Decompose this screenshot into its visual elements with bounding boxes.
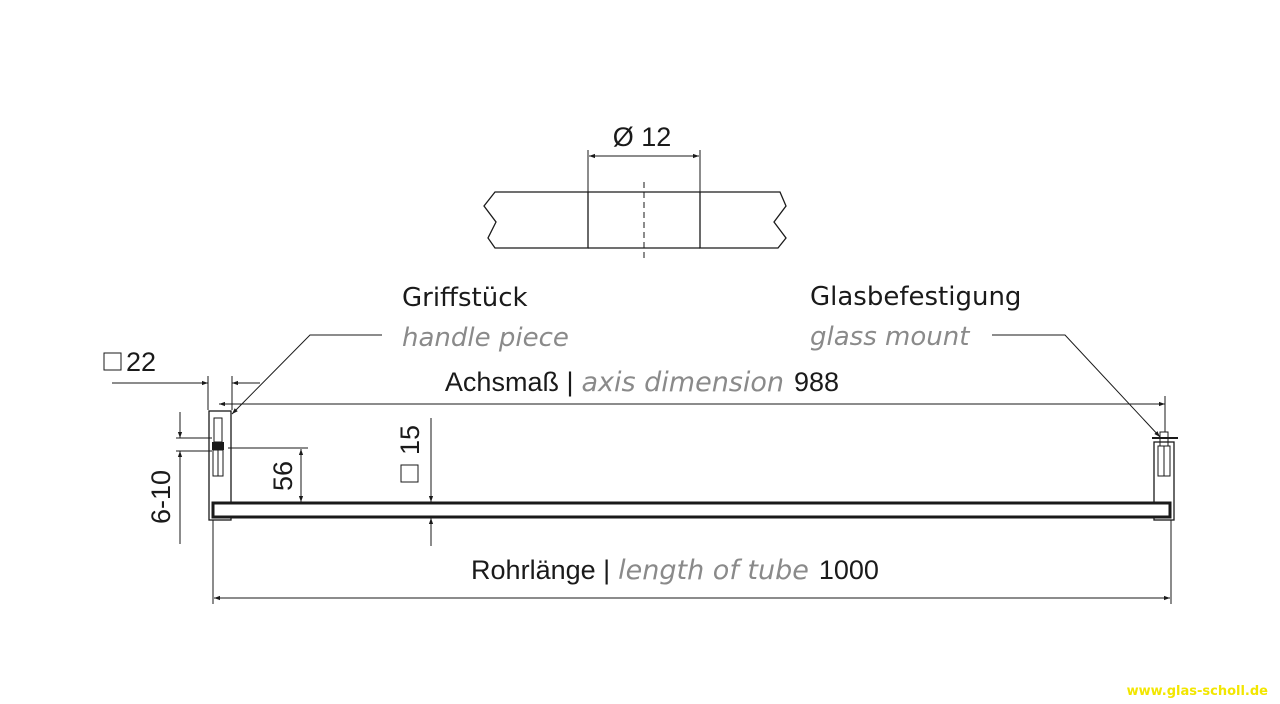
mount-leader-line — [992, 334, 1161, 438]
handle-label-de: Griffstück — [402, 283, 528, 313]
axis-dimension-label-de: Achsmaß | — [445, 367, 574, 397]
tube — [211, 501, 1172, 519]
height-dimension: 56 — [228, 447, 308, 502]
handle-leader-line — [231, 334, 382, 415]
handle-square-label: 22 — [126, 347, 156, 377]
tube-square-dimension: 15 — [395, 418, 434, 546]
left-handle-post — [208, 410, 232, 521]
handle-label-en: handle piece — [402, 323, 569, 353]
tube-length-label-en: length of tube — [618, 555, 809, 586]
axis-dimension: Achsmaß |axis dimension 988 — [219, 367, 1166, 432]
square-symbol-icon — [103, 352, 122, 371]
axis-dimension-label-en: axis dimension — [581, 367, 784, 398]
mount-label-de: Glasbefestigung — [810, 282, 1021, 312]
height-dimension-label: 56 — [268, 461, 298, 491]
handle-square-dimension: 22 — [103, 347, 260, 410]
tube-length-value: 1000 — [819, 555, 879, 585]
tube-square-label: 15 — [395, 425, 425, 455]
glass-thickness-label: 6-10 — [146, 470, 176, 524]
hole-diameter-label: Ø 12 — [613, 122, 672, 152]
glass-thickness-dimension: 6-10 — [146, 412, 212, 544]
mount-label-en: glass mount — [810, 322, 970, 352]
tube-length-label-de: Rohrlänge | — [471, 555, 610, 585]
square-symbol-icon — [400, 464, 419, 483]
axis-dimension-value: 988 — [794, 367, 839, 397]
right-mount-post — [1152, 431, 1178, 521]
tube-length-dimension: Rohrlänge | length of tube 1000 — [212, 520, 1172, 604]
glass-section: Ø 12 — [483, 122, 787, 258]
watermark: www.glas-scholl.de — [1127, 684, 1269, 699]
